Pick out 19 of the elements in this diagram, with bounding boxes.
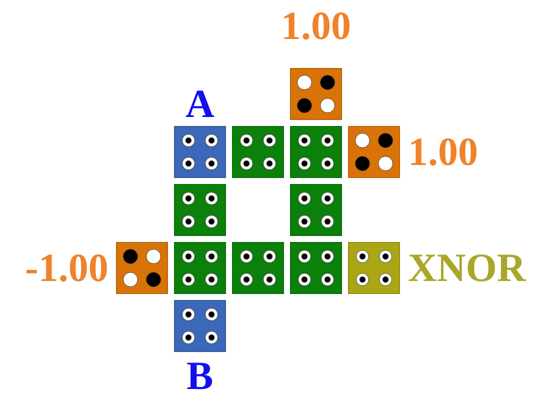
stud-tile xyxy=(290,126,342,178)
weight-label: -1.00 xyxy=(25,248,108,288)
stud-tile xyxy=(348,126,400,178)
gate-label: XNOR xyxy=(408,248,526,288)
stud-tile xyxy=(116,242,168,294)
stud-tile xyxy=(232,126,284,178)
stud-tile xyxy=(174,242,226,294)
input-label: A xyxy=(186,84,214,124)
stud-tile xyxy=(290,68,342,120)
stud-tile xyxy=(348,242,400,294)
weight-label: 1.00 xyxy=(408,132,478,172)
stud-tile xyxy=(232,242,284,294)
stud-tile xyxy=(290,184,342,236)
stud-tile xyxy=(290,242,342,294)
weight-label: 1.00 xyxy=(281,6,351,46)
stud-tile xyxy=(174,300,226,352)
stud-tile xyxy=(174,126,226,178)
stud-tile xyxy=(174,184,226,236)
input-label: B xyxy=(186,356,214,396)
